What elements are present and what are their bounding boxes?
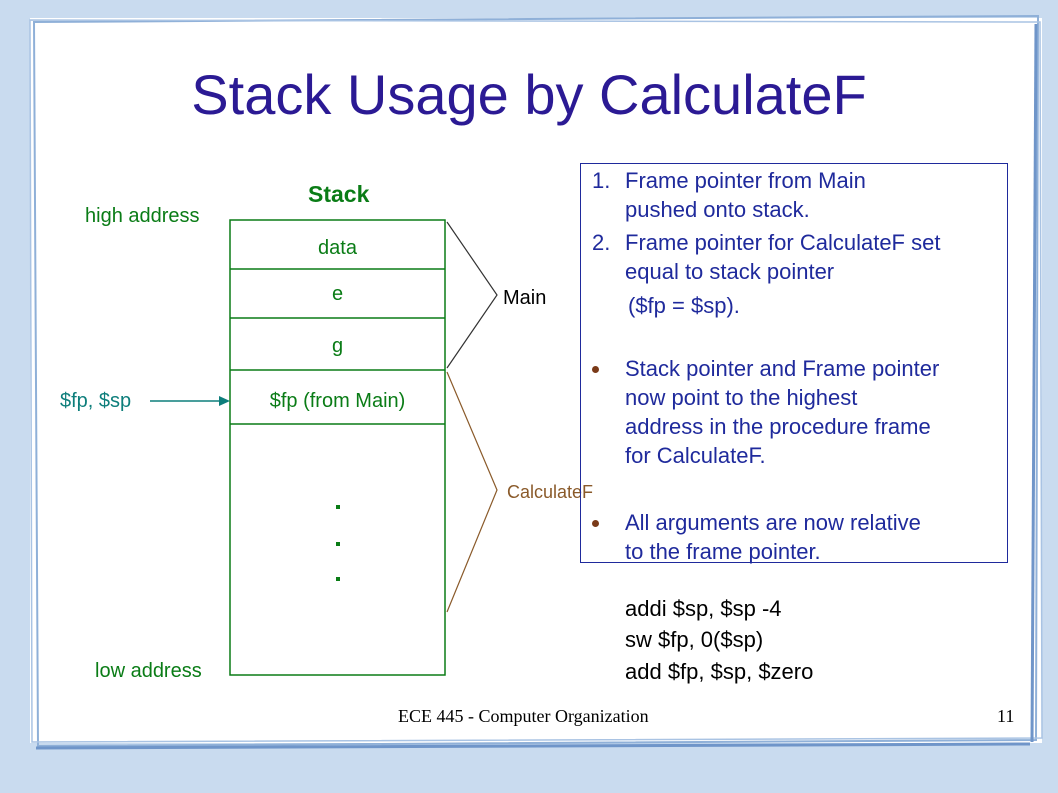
stack-cell-g: g [331, 335, 344, 357]
notes-box [580, 163, 1008, 563]
footer-page-number: 11 [997, 706, 1015, 726]
frame-sketch-line [32, 14, 1040, 748]
pointer-arrowhead [219, 396, 230, 406]
slide-title: Stack Usage by CalculateF [191, 63, 867, 126]
note-number: 2. [592, 230, 611, 255]
frame-sketch-line [1030, 23, 1038, 743]
note-line: All arguments are now relative [625, 510, 921, 535]
stack-cell-saved-fp: $fp (from Main) [269, 390, 406, 412]
main-frame-label: Main [503, 287, 547, 309]
note-line: Frame pointer from Main [625, 168, 866, 193]
note-line: Frame pointer for CalculateF set [625, 230, 941, 255]
pointer-label: $fp, $sp [60, 390, 132, 412]
stack-dot [336, 577, 340, 581]
note-line: ($fp = $sp). [628, 293, 740, 318]
main-bracket [446, 221, 498, 369]
stack-dot [336, 542, 340, 546]
high-address-label: high address [85, 205, 200, 227]
note-line: address in the procedure frame [625, 414, 931, 439]
note-line: for CalculateF. [625, 443, 766, 468]
footer-course: ECE 445 - Computer Organization [398, 706, 649, 726]
calculatef-frame-label: CalculateF [507, 482, 594, 502]
frame-sketch-line [29, 19, 1043, 743]
low-address-label: low address [95, 660, 202, 682]
frame-top-band [0, 0, 1058, 18]
bullet-dot [592, 520, 599, 527]
frame-bottom-band [0, 742, 1058, 793]
stack-heading: Stack [308, 181, 370, 207]
note-line: equal to stack pointer [625, 259, 835, 284]
stack-cell-data: data [318, 237, 357, 259]
note-line: pushed onto stack. [625, 197, 810, 222]
stack-cell-e: e [331, 283, 344, 305]
note-number: 1. [592, 168, 611, 193]
frame-right-band [1040, 0, 1058, 793]
bullet-dot [592, 366, 599, 373]
frame-sketch-line [35, 742, 1031, 750]
note-line: Stack pointer and Frame pointer [625, 356, 940, 381]
stack-box [229, 219, 446, 676]
note-line: now point to the highest [625, 385, 858, 410]
stack-dot [336, 505, 340, 509]
note-line: to the frame pointer. [625, 539, 821, 564]
code-line: sw $fp, 0($sp) [625, 627, 764, 652]
slide-card [30, 18, 1042, 743]
code-line: addi $sp, $sp -4 [625, 596, 782, 621]
calculatef-bracket [446, 371, 498, 613]
code-line: add $fp, $sp, $zero [625, 659, 814, 684]
frame-left-band [0, 0, 34, 793]
